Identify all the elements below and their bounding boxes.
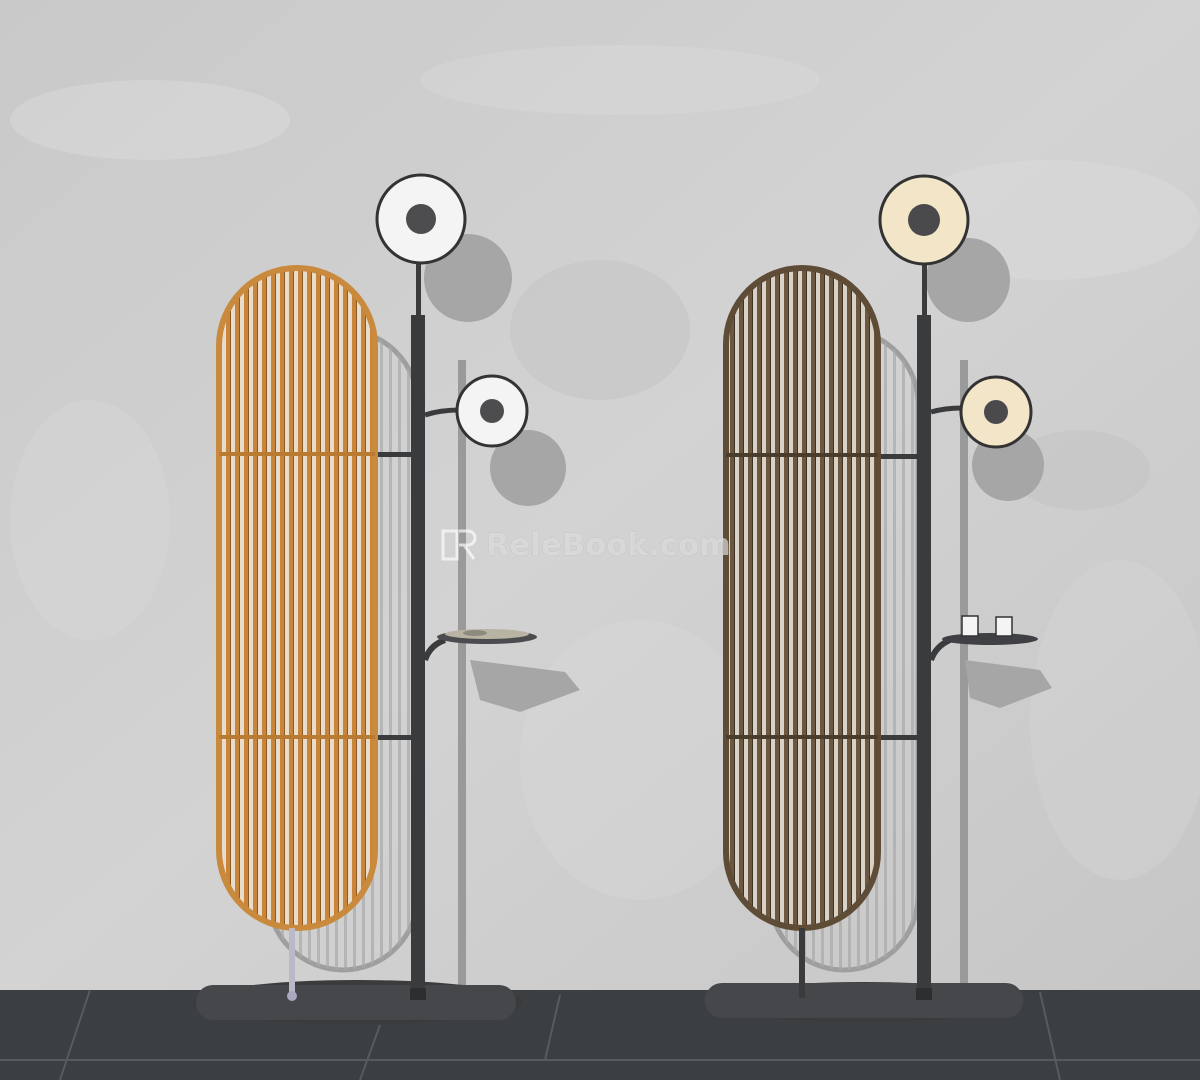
right-floor-lamp-screen — [705, 174, 1052, 1022]
right-base — [705, 983, 1023, 1018]
left-top-lamp — [375, 173, 467, 265]
right-rattan-panel — [726, 268, 878, 928]
left-rattan-panel — [219, 268, 375, 928]
left-side-lamp — [455, 374, 529, 448]
right-top-lamp — [878, 174, 970, 266]
right-tray — [942, 633, 1038, 645]
right-side-lamp — [959, 375, 1033, 449]
left-floor-lamp-screen — [193, 173, 580, 1024]
right-pole — [917, 315, 931, 1000]
left-pole — [411, 315, 425, 1000]
floor-tile-lines — [0, 989, 1200, 1080]
right-cups — [961, 615, 1013, 637]
left-base — [196, 985, 516, 1020]
